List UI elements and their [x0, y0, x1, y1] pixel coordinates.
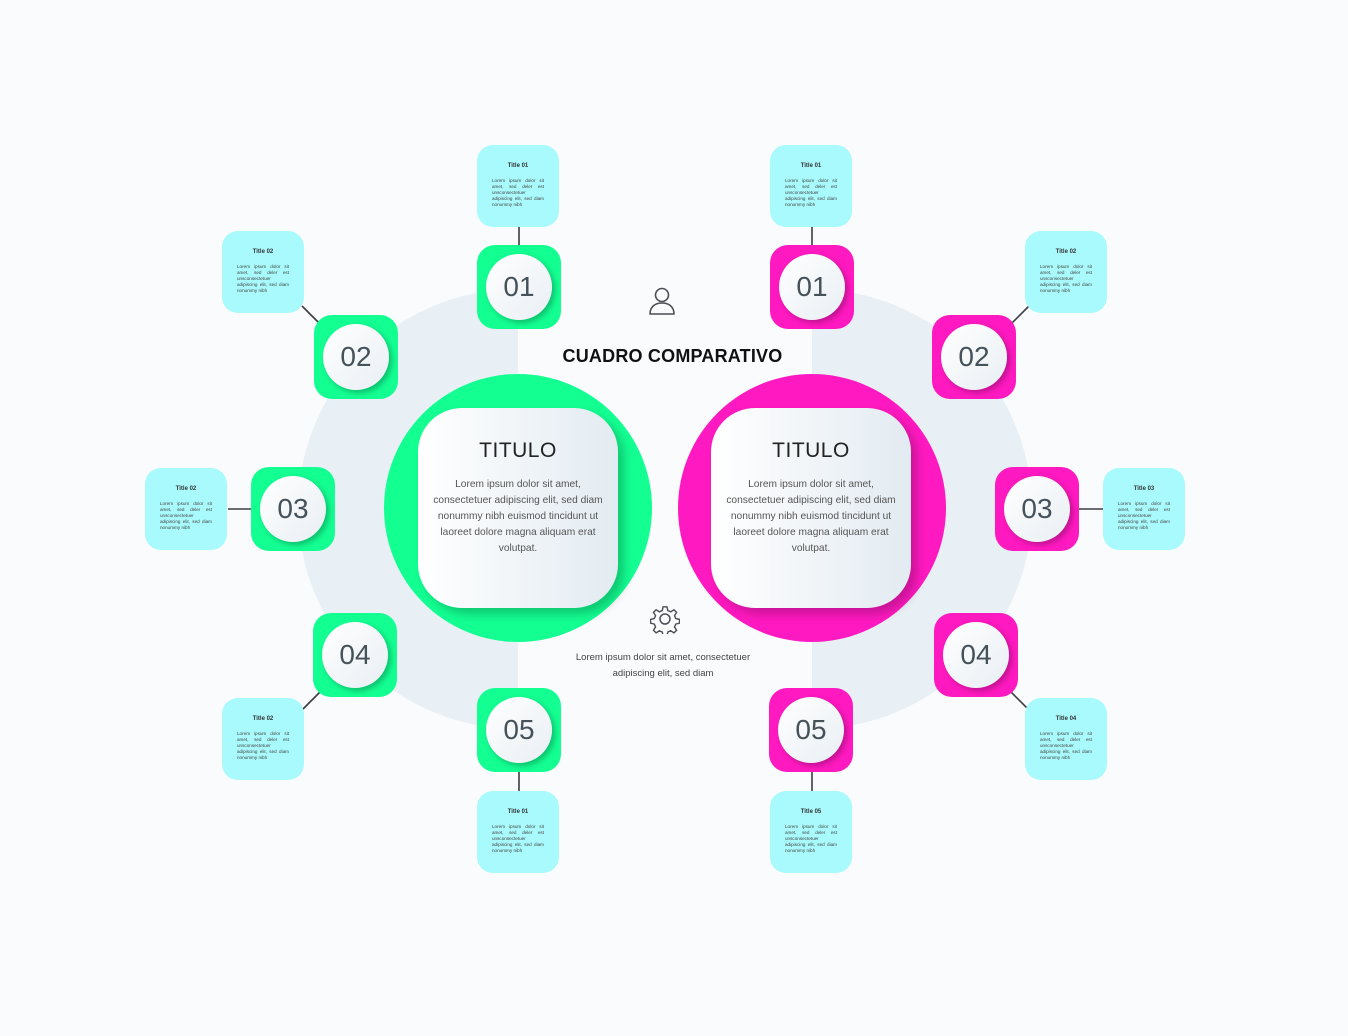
right-heading: TITULO — [772, 439, 850, 462]
left-badge-02: 02 — [314, 315, 398, 399]
left-heading: TITULO — [479, 439, 557, 462]
badge-number: 04 — [943, 622, 1009, 688]
left-info-card-03: Title 02 Lorem ipsum dolor sit amet, sed… — [145, 468, 227, 550]
info-card-text: Lorem ipsum dolor sit amet, sed deler es… — [1040, 264, 1092, 293]
right-badge-02: 02 — [932, 315, 1016, 399]
info-card-text: Lorem ipsum dolor sit amet, sed deler es… — [160, 501, 212, 530]
badge-number: 04 — [322, 622, 388, 688]
info-card-text: Lorem ipsum dolor sit amet, sed deler es… — [237, 731, 289, 760]
diagram-title: CUADRO COMPARATIVO — [562, 346, 783, 366]
right-main-card: TITULO Lorem ipsum dolor sit amet, conse… — [711, 408, 911, 608]
left-badge-05: 05 — [477, 688, 561, 772]
left-badge-04: 04 — [313, 613, 397, 697]
left-badge-03: 03 — [251, 467, 335, 551]
left-info-card-02: Title 02 Lorem ipsum dolor sit amet, sed… — [222, 231, 304, 313]
info-card-title: Title 01 — [507, 809, 529, 815]
right-info-card-01: Title 01 Lorem ipsum dolor sit amet, sed… — [770, 145, 852, 227]
left-info-card-05: Title 01 Lorem ipsum dolor sit amet, sed… — [477, 791, 559, 873]
right-badge-01: 01 — [770, 245, 854, 329]
left-info-card-01: Title 01 Lorem ipsum dolor sit amet, sed… — [477, 145, 559, 227]
info-card-title: Title 03 — [1133, 486, 1155, 492]
badge-number: 03 — [260, 476, 326, 542]
right-info-card-02: Title 02 Lorem ipsum dolor sit amet, sed… — [1025, 231, 1107, 313]
badge-number: 02 — [323, 324, 389, 390]
right-badge-03: 03 — [995, 467, 1079, 551]
info-card-title: Title 04 — [1055, 716, 1077, 722]
user-icon — [648, 286, 676, 321]
info-card-text: Lorem ipsum dolor sit amet, sed deler es… — [1118, 501, 1170, 530]
info-card-title: Title 02 — [1055, 249, 1077, 255]
info-card-title: Title 01 — [507, 163, 529, 169]
right-description: Lorem ipsum dolor sit amet, consectetuer… — [726, 479, 896, 554]
bottom-caption: Lorem ipsum dolor sit amet, consectetuer… — [575, 652, 751, 679]
right-info-card-05: Title 05 Lorem ipsum dolor sit amet, sed… — [770, 791, 852, 873]
left-badge-01: 01 — [477, 245, 561, 329]
badge-number: 05 — [486, 697, 552, 763]
badge-number: 05 — [778, 697, 844, 763]
info-card-text: Lorem ipsum dolor sit amet, sed deler es… — [785, 824, 837, 853]
info-card-text: Lorem ipsum dolor sit amet, sed deler es… — [237, 264, 289, 293]
right-info-card-03: Title 03 Lorem ipsum dolor sit amet, sed… — [1103, 468, 1185, 550]
right-info-card-04: Title 04 Lorem ipsum dolor sit amet, sed… — [1025, 698, 1107, 780]
info-card-title: Title 02 — [252, 716, 274, 722]
badge-number: 01 — [779, 254, 845, 320]
info-card-title: Title 02 — [175, 486, 197, 492]
badge-number: 01 — [486, 254, 552, 320]
info-card-text: Lorem ipsum dolor sit amet, sed deler es… — [785, 178, 837, 207]
right-badge-04: 04 — [934, 613, 1018, 697]
badge-number: 02 — [941, 324, 1007, 390]
info-card-title: Title 02 — [252, 249, 274, 255]
gear-icon — [649, 604, 681, 639]
info-card-text: Lorem ipsum dolor sit amet, sed deler es… — [492, 178, 544, 207]
info-card-title: Title 05 — [800, 809, 822, 815]
info-card-text: Lorem ipsum dolor sit amet, sed deler es… — [492, 824, 544, 853]
right-badge-05: 05 — [769, 688, 853, 772]
badge-number: 03 — [1004, 476, 1070, 542]
info-card-text: Lorem ipsum dolor sit amet, sed deler es… — [1040, 731, 1092, 760]
info-card-title: Title 01 — [800, 163, 822, 169]
left-info-card-04: Title 02 Lorem ipsum dolor sit amet, sed… — [222, 698, 304, 780]
left-main-card: TITULO Lorem ipsum dolor sit amet, conse… — [418, 408, 618, 608]
left-description: Lorem ipsum dolor sit amet, consectetuer… — [433, 479, 603, 554]
